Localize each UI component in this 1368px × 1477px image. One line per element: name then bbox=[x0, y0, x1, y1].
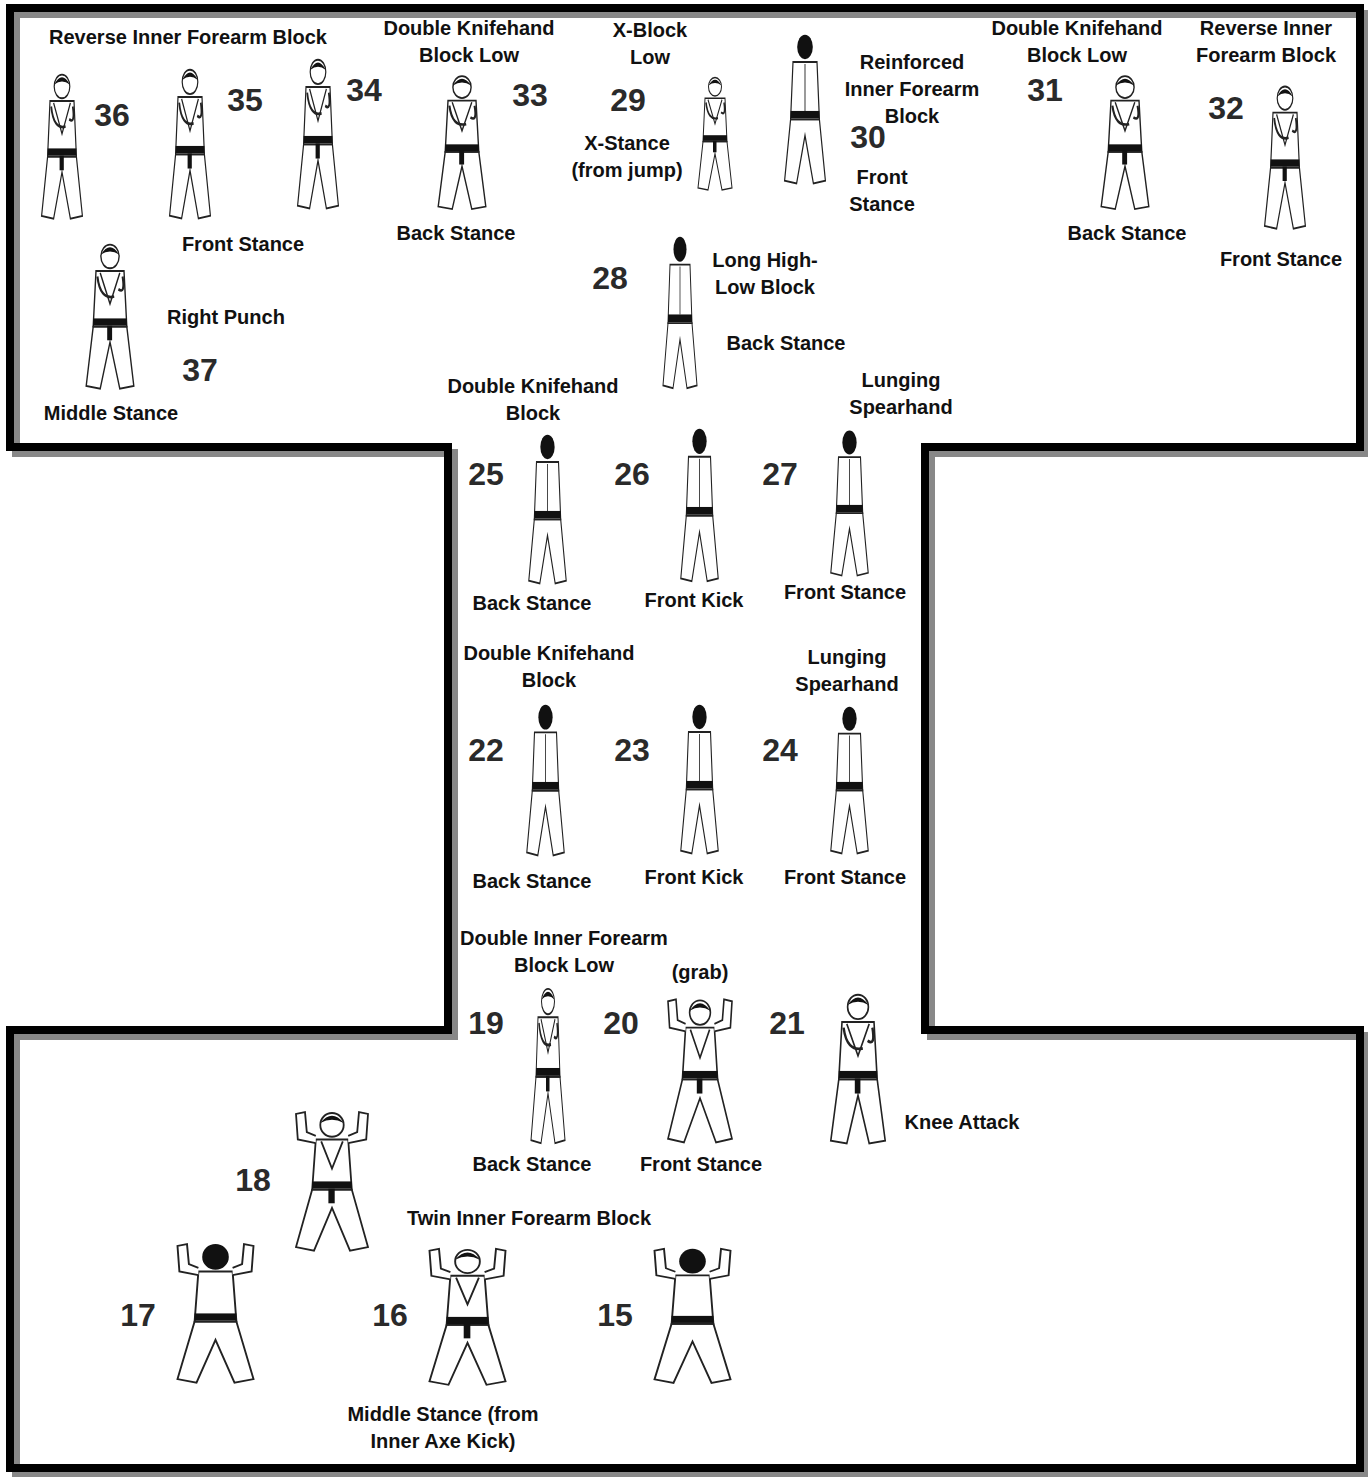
step-number: 37 bbox=[182, 352, 218, 388]
move-label: Front Stance bbox=[784, 579, 906, 606]
step-number: 21 bbox=[769, 1005, 805, 1041]
move-label: Double Knifehand Block bbox=[454, 640, 644, 694]
move-label: Double Knifehand Block Low bbox=[982, 15, 1172, 69]
step-number: 16 bbox=[372, 1297, 408, 1333]
move-label: Back Stance bbox=[1068, 220, 1187, 247]
step-number: 31 bbox=[1027, 72, 1063, 108]
step-number: 17 bbox=[120, 1297, 156, 1333]
step-number: 33 bbox=[512, 77, 548, 113]
step-number: 20 bbox=[603, 1005, 639, 1041]
move-label: Middle Stance bbox=[44, 400, 178, 427]
move-label: Long High-Low Block bbox=[710, 247, 820, 301]
move-label: Double Inner Forearm Block Low bbox=[447, 925, 682, 979]
move-label: Front Stance bbox=[182, 231, 304, 258]
move-label: Back Stance bbox=[473, 1151, 592, 1178]
step-number: 30 bbox=[850, 119, 886, 155]
step-number: 18 bbox=[235, 1162, 271, 1198]
move-label: Lunging Spearhand bbox=[841, 367, 961, 421]
step-number: 29 bbox=[610, 82, 646, 118]
step-number: 24 bbox=[762, 732, 798, 768]
step-number: 19 bbox=[468, 1005, 504, 1041]
move-label: Back Stance bbox=[473, 590, 592, 617]
move-label: Knee Attack bbox=[905, 1109, 1020, 1136]
move-label: Front Kick bbox=[645, 587, 744, 614]
step-number: 23 bbox=[614, 732, 650, 768]
step-number: 27 bbox=[762, 456, 798, 492]
step-number: 25 bbox=[468, 456, 504, 492]
step-number: 35 bbox=[227, 82, 263, 118]
step-number: 26 bbox=[614, 456, 650, 492]
move-label: Twin Inner Forearm Block bbox=[407, 1205, 651, 1232]
move-label: Double Knifehand Block Low bbox=[374, 15, 564, 69]
step-number: 36 bbox=[94, 97, 130, 133]
move-label: Reverse Inner Forearm Block bbox=[49, 24, 327, 51]
move-label: X-Stance (from jump) bbox=[565, 130, 690, 184]
move-label: X-Block Low bbox=[605, 17, 695, 71]
step-number: 32 bbox=[1208, 90, 1244, 126]
move-label: Right Punch bbox=[167, 304, 285, 331]
move-label: Front Stance bbox=[640, 1151, 762, 1178]
move-label: Front Kick bbox=[645, 864, 744, 891]
move-label: (grab) bbox=[672, 959, 729, 986]
move-label: Middle Stance (from Inner Axe Kick) bbox=[326, 1401, 561, 1455]
step-number: 15 bbox=[597, 1297, 633, 1333]
move-label: Lunging Spearhand bbox=[787, 644, 907, 698]
move-label: Front Stance bbox=[784, 864, 906, 891]
move-label: Back Stance bbox=[397, 220, 516, 247]
step-number: 22 bbox=[468, 732, 504, 768]
move-label: Front Stance bbox=[1220, 246, 1342, 273]
move-label: Back Stance bbox=[727, 330, 846, 357]
move-label: Back Stance bbox=[473, 868, 592, 895]
move-label: Front Stance bbox=[842, 164, 922, 218]
step-number: 34 bbox=[346, 72, 382, 108]
move-label: Double Knifehand Block bbox=[438, 373, 628, 427]
step-number: 28 bbox=[592, 260, 628, 296]
move-label: Reverse Inner Forearm Block bbox=[1186, 15, 1346, 69]
move-label: Reinforced Inner Forearm Block bbox=[837, 49, 987, 130]
